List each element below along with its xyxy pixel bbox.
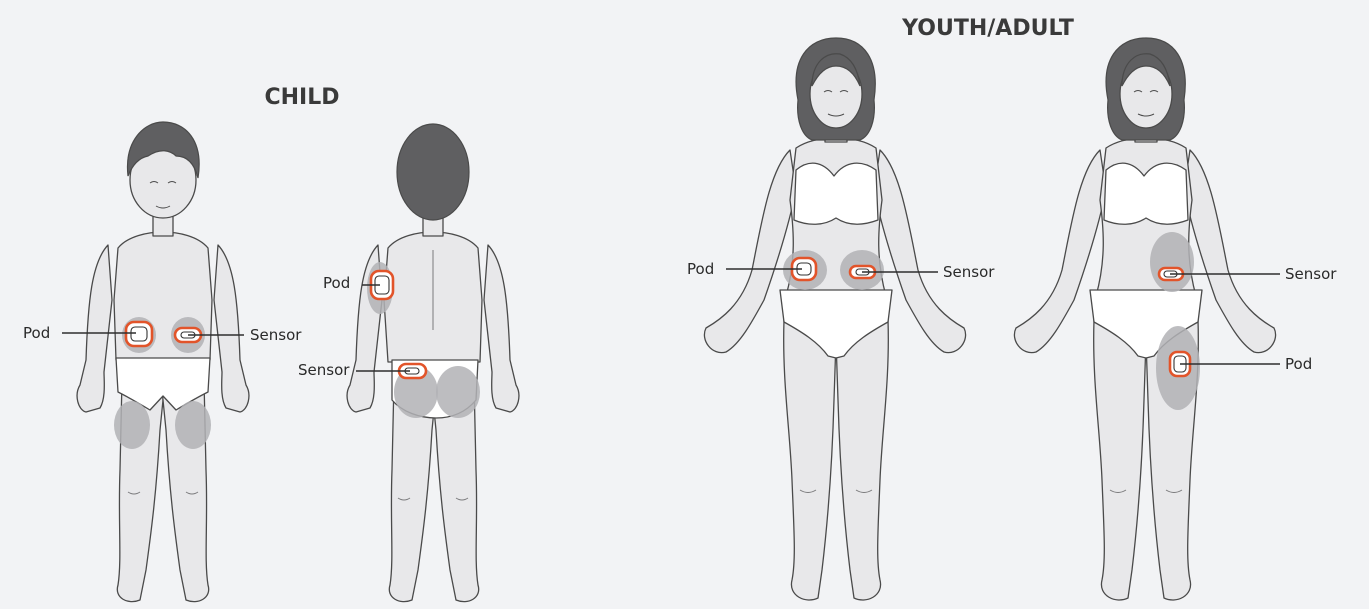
adult-back-sensor-label: Sensor xyxy=(1285,265,1337,283)
child-back-sensor-label: Sensor xyxy=(298,361,350,379)
child-back-pod-label: Pod xyxy=(323,274,350,292)
child-front-figure xyxy=(77,122,249,602)
adult-back-figure xyxy=(1014,38,1275,600)
child-front-sensor-label: Sensor xyxy=(250,326,302,344)
adult-title: YOUTH/ADULT xyxy=(901,16,1074,41)
adult-front-sensor-label: Sensor xyxy=(943,263,995,281)
adult-back-pod-label: Pod xyxy=(1285,355,1312,373)
child-front-pod-label: Pod xyxy=(23,324,50,342)
child-title: CHILD xyxy=(264,85,339,110)
adult-front-pod-label: Pod xyxy=(687,260,714,278)
adult-front-figure xyxy=(704,38,965,600)
child-back-figure xyxy=(347,124,519,602)
